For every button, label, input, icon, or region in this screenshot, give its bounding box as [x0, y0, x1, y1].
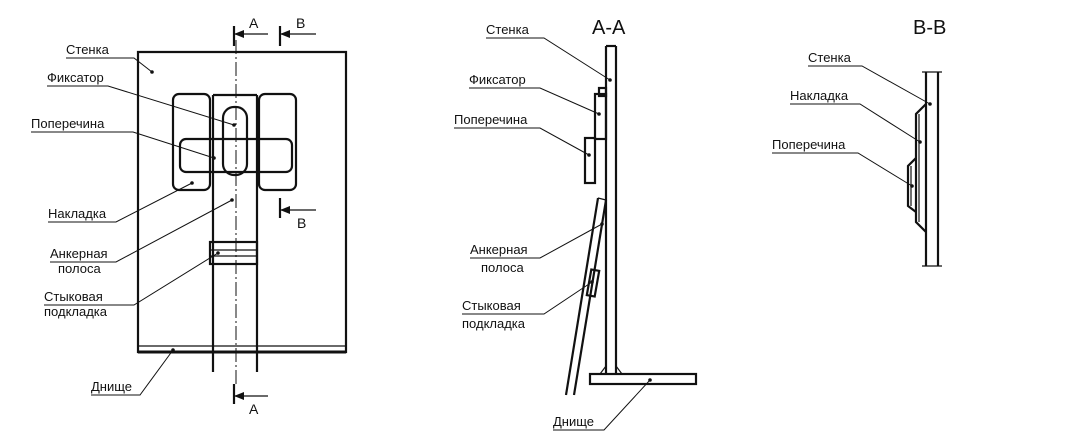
front-label-ankernaya-2: полоса: [58, 261, 101, 276]
fixator: [221, 105, 249, 177]
section-bb-title: B-B: [913, 17, 946, 39]
section-aa-view: А-А Стенка Фиксатор Поперечина Анкерная …: [454, 17, 698, 431]
section-mark-b-top: B: [278, 15, 316, 46]
wall-plate: [136, 50, 348, 354]
aa-label-stykovaya-2: подкладка: [462, 316, 526, 331]
front-label-stenka: Стенка: [66, 42, 110, 57]
bb-label-nakladka: Накладка: [790, 88, 849, 103]
aa-bottom-plate: [588, 372, 698, 386]
front-label-nakladka: Накладка: [48, 206, 107, 221]
aa-crossbar: [583, 136, 597, 185]
overlay-right: [257, 92, 298, 192]
crossbar: [178, 137, 294, 174]
aa-label-ankernaya-1: Анкерная: [470, 242, 528, 257]
aa-anchor-1: [564, 197, 600, 396]
section-mark-b-top-label: B: [296, 15, 305, 31]
aa-weld-right: [615, 365, 623, 375]
front-label-stykovaya-2: подкладка: [44, 304, 108, 319]
front-label-fiksator: Фиксатор: [47, 70, 104, 85]
section-aa-title: А-А: [592, 17, 626, 39]
section-mark-b-right-label: B: [297, 215, 306, 231]
bb-label-poperechina: Поперечина: [772, 137, 846, 152]
aa-anchor-2: [572, 199, 608, 396]
aa-label-ankernaya-2: полоса: [481, 260, 524, 275]
section-bb-view: B-B Стенка Накладка Поперечина: [772, 17, 946, 267]
aa-label-poperechina: Поперечина: [454, 112, 528, 127]
aa-label-stykovaya-1: Стыковая: [462, 298, 521, 313]
overlay-left: [171, 92, 212, 192]
section-mark-b-right: B: [278, 198, 316, 231]
butt-plate: [208, 240, 259, 266]
front-label-poperechina: Поперечина: [31, 116, 105, 131]
aa-butt-plate: [585, 268, 601, 298]
aa-anchor-3: [597, 197, 607, 201]
aa-label-stenka: Стенка: [486, 22, 530, 37]
aa-label-dnishche: Днище: [553, 414, 594, 429]
section-mark-a-bottom-label: A: [249, 401, 259, 417]
bb-overlay: [914, 103, 927, 233]
section-mark-a-top-label: A: [249, 15, 259, 31]
front-label-ankernaya-1: Анкерная: [50, 246, 108, 261]
aa-label-fiksator: Фиксатор: [469, 72, 526, 87]
aa-weld-left: [599, 365, 607, 375]
aa-fixator-cap: [597, 86, 608, 98]
section-mark-a-bottom: A: [232, 384, 268, 417]
front-view: A B B A Стенка Фиксатор Попер: [31, 15, 348, 417]
bb-label-stenka: Стенка: [808, 50, 852, 65]
section-mark-a-top: A: [232, 15, 268, 46]
front-label-dnishche: Днище: [91, 379, 132, 394]
bb-crossbar: [906, 157, 917, 213]
aa-fixator: [593, 92, 608, 141]
front-label-stykovaya-1: Стыковая: [44, 289, 103, 304]
